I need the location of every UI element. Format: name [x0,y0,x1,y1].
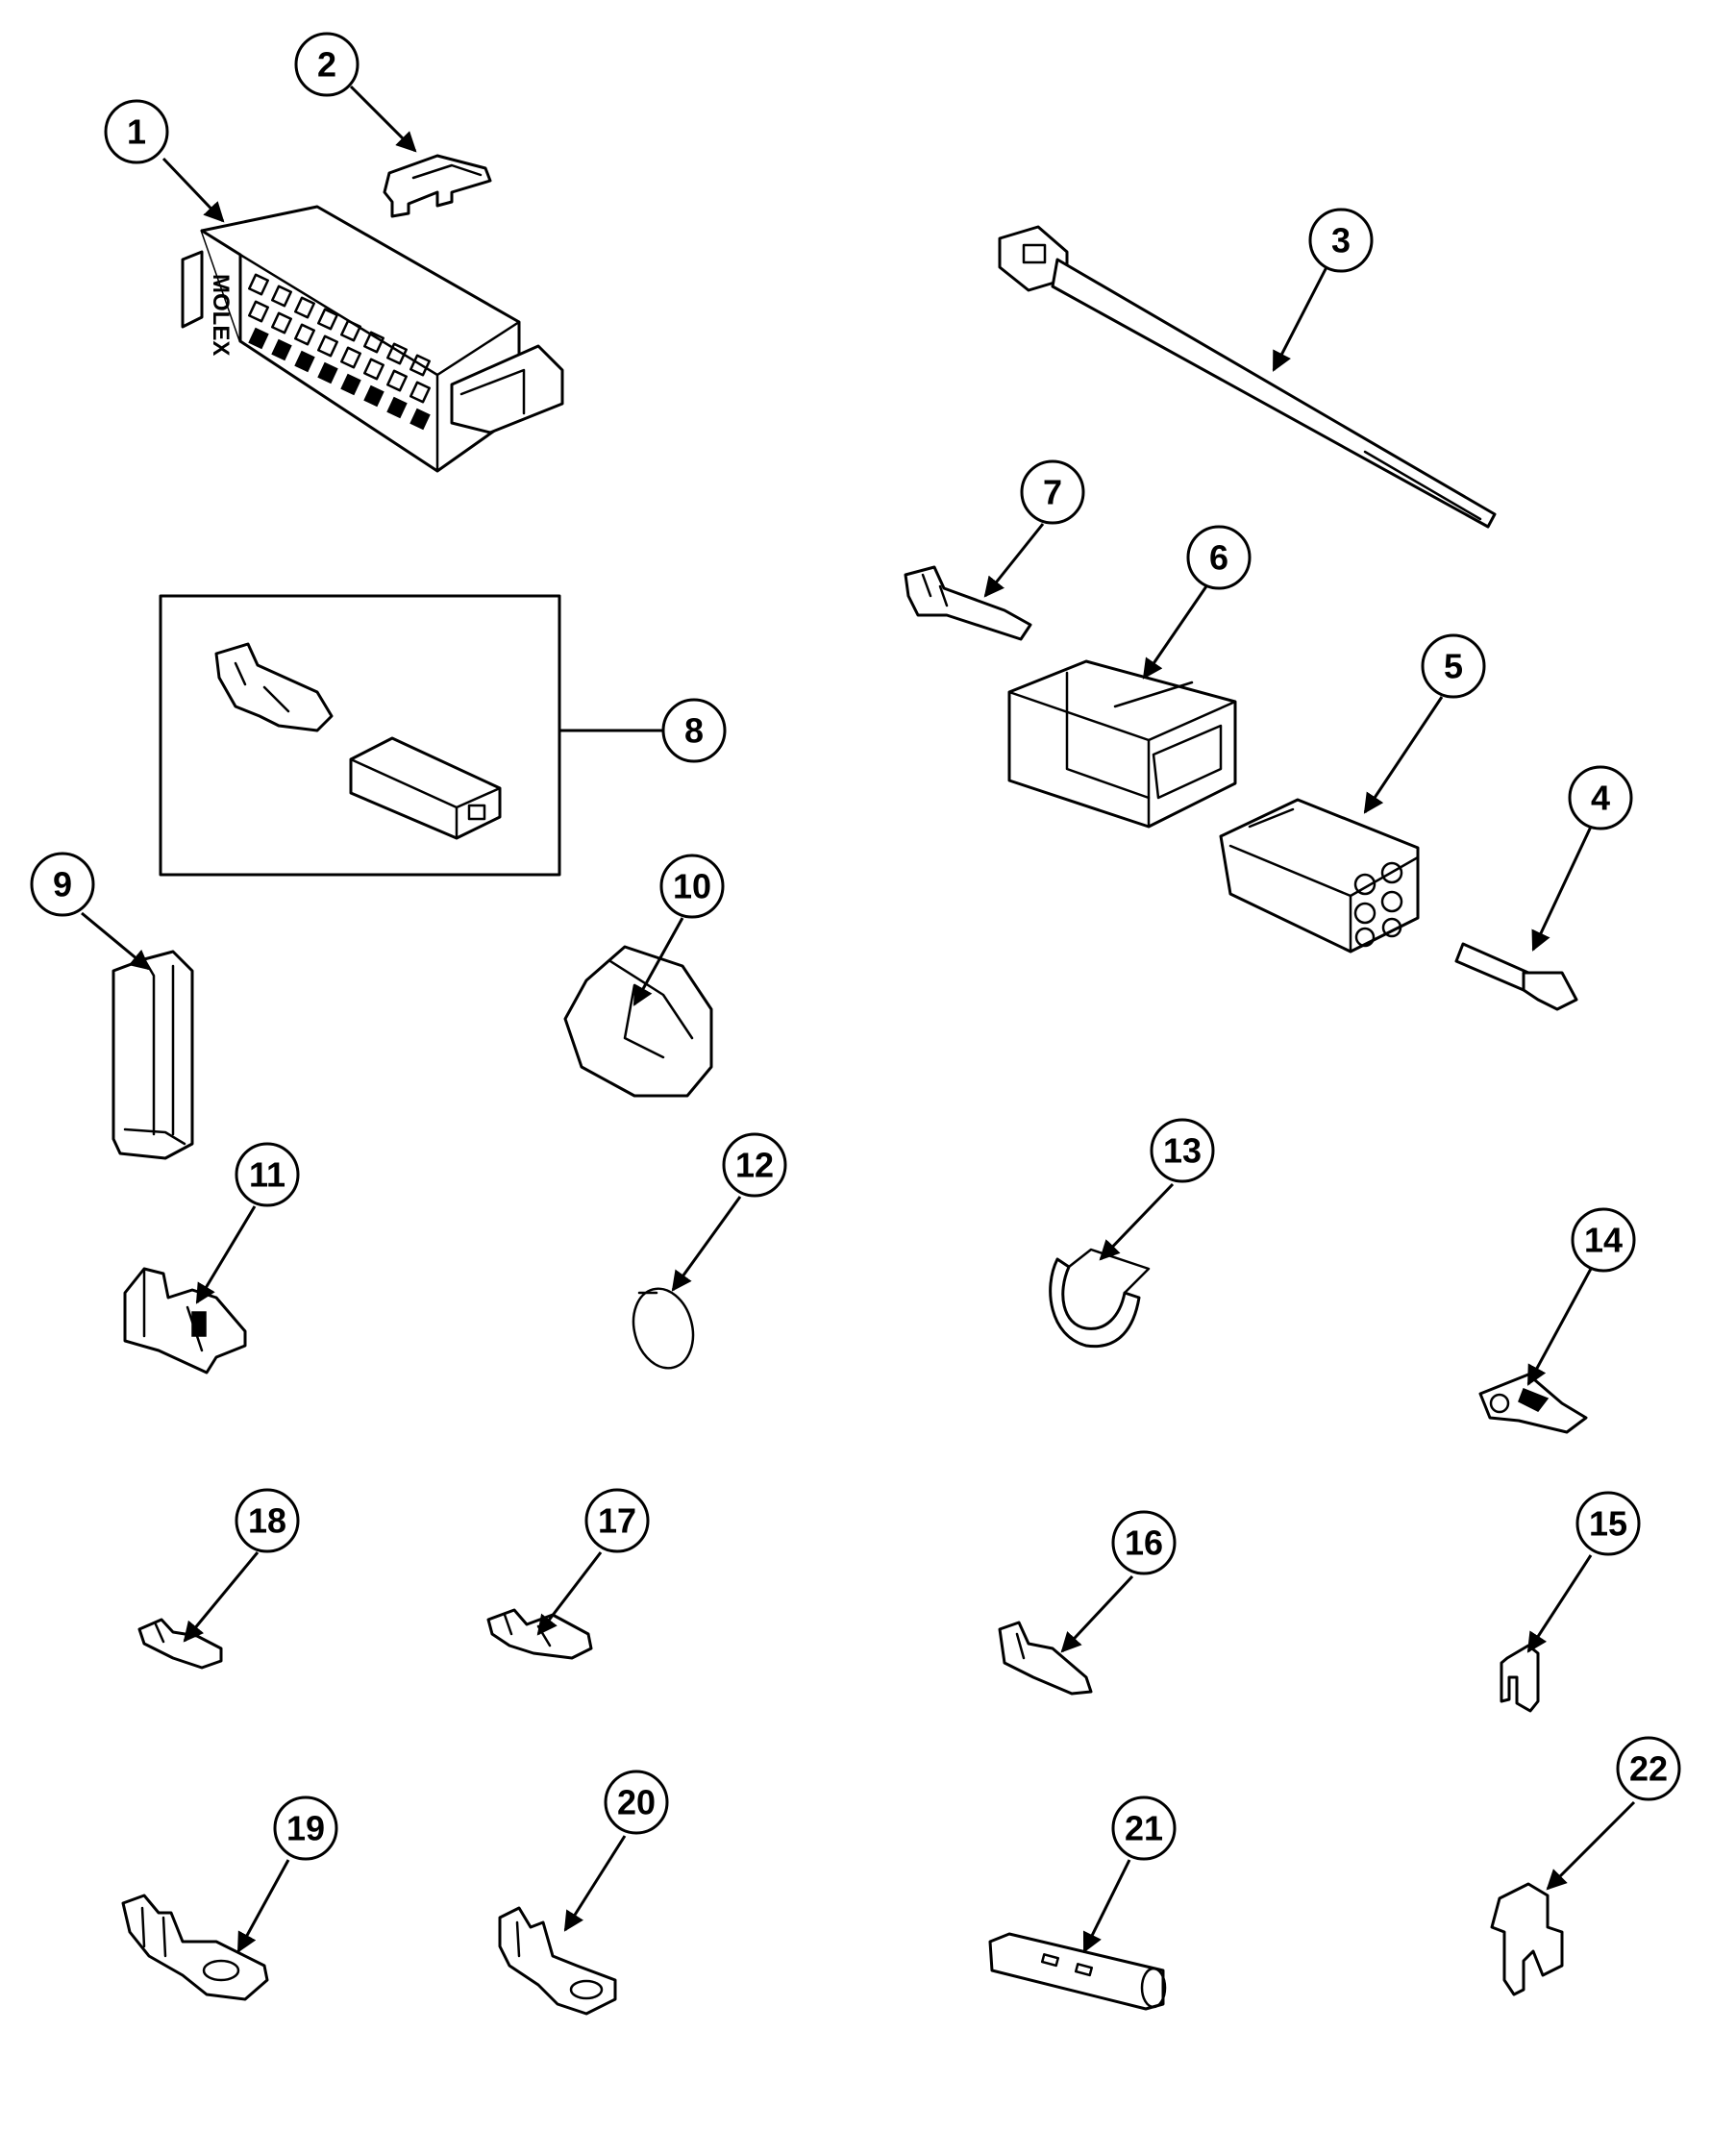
molex-cavity [317,361,338,384]
callout-13-label: 13 [1163,1131,1202,1171]
callout-5: 5 [1421,633,1486,699]
callout-9-label: 9 [53,865,72,904]
callout-9: 9 [30,852,95,917]
callout-20: 20 [604,1770,669,1835]
callout-8: 8 [661,698,727,763]
callout-22-label: 22 [1629,1749,1668,1789]
part-22-terminal [1490,1882,1564,1996]
part-3-cable-tie [998,225,1497,529]
part-15-terminal [1500,1644,1540,1713]
part-10-wire-clip [563,945,713,1098]
molex-cavity [409,381,431,404]
callout-3-label: 3 [1331,221,1351,260]
callout-21: 21 [1111,1796,1177,1861]
callout-18-label: 18 [248,1501,286,1541]
molex-cavity [386,396,408,419]
callout-14-label: 14 [1584,1221,1623,1260]
molex-cavity [248,273,269,296]
callout-4-label: 4 [1591,779,1610,818]
callout-3: 3 [1308,208,1374,273]
part-13-clamp [1049,1248,1151,1349]
callout-19-label: 19 [286,1809,325,1848]
leader-lines [81,85,1636,1953]
callout-22: 22 [1616,1736,1681,1801]
callout-20-label: 20 [617,1783,656,1822]
part-11-bracket [123,1267,247,1375]
callout-12-label: 12 [735,1146,774,1185]
molex-cavity [271,285,292,308]
part-21-sleeve [988,1932,1167,2011]
callout-19: 19 [273,1796,338,1861]
molex-brand-label: MOLEX [208,274,234,356]
molex-cavity [271,311,292,334]
molex-cavity [409,408,431,431]
callout-17-label: 17 [598,1501,636,1541]
molex-cavity [340,319,361,342]
callout-12: 12 [722,1132,787,1198]
part-14-connector-tab [1478,1373,1588,1434]
molex-cavity [317,308,338,331]
part-5-plug-housing [1219,798,1420,954]
molex-cavity-grid [248,273,431,431]
callout-10-label: 10 [673,867,711,906]
molex-cavity [294,350,315,373]
callout-15-label: 15 [1589,1504,1627,1544]
molex-cavity [248,300,269,323]
molex-cavity [386,342,408,365]
callout-11: 11 [235,1142,300,1207]
callout-5-label: 5 [1444,647,1463,686]
part-8-terminal-kit [159,594,561,877]
callout-17: 17 [584,1488,650,1553]
molex-cavity [294,296,315,319]
callout-1-label: 1 [127,112,146,152]
part-12-snap-ring [632,1287,695,1370]
callout-18: 18 [235,1488,300,1553]
callout-16: 16 [1111,1510,1177,1575]
callout-16-label: 16 [1125,1523,1163,1563]
callout-14: 14 [1571,1207,1636,1273]
molex-cavity [294,323,315,346]
callout-1: 1 [104,99,169,164]
molex-cavity [409,354,431,377]
part-2-clip [383,154,492,218]
part-9-long-clip [112,950,194,1160]
callout-7: 7 [1020,459,1085,525]
part-1-molex-connector: MOLEX [181,205,564,473]
part-20-ring-terminal [498,1906,617,2016]
part-4-pin-terminal [1454,942,1578,1011]
molex-cavity [363,358,384,381]
part-7-blade-terminal [904,565,1032,641]
molex-cavity [363,384,384,408]
callout-15: 15 [1575,1491,1641,1556]
molex-cavity [271,338,292,361]
molex-cavity [340,373,361,396]
callout-2: 2 [294,32,360,97]
callout-10: 10 [659,854,725,919]
callout-8-label: 8 [684,711,704,751]
molex-cavity [386,369,408,392]
callout-6-label: 6 [1209,538,1228,578]
callout-2-label: 2 [317,45,336,85]
molex-cavity [340,346,361,369]
callout-7-label: 7 [1043,473,1062,512]
callout-21-label: 21 [1125,1809,1163,1848]
callout-6: 6 [1186,525,1252,590]
part-19-ring-terminal [121,1894,269,2001]
part-16-terminal [998,1621,1093,1696]
part-18-terminal [137,1618,223,1670]
molex-cavity [248,327,269,350]
molex-cavity [363,331,384,354]
part-6-receptacle-housing [1007,659,1237,829]
callout-11-label: 11 [249,1155,285,1195]
molex-cavity [317,334,338,358]
callout-13: 13 [1150,1118,1215,1183]
callout-4: 4 [1568,765,1633,830]
